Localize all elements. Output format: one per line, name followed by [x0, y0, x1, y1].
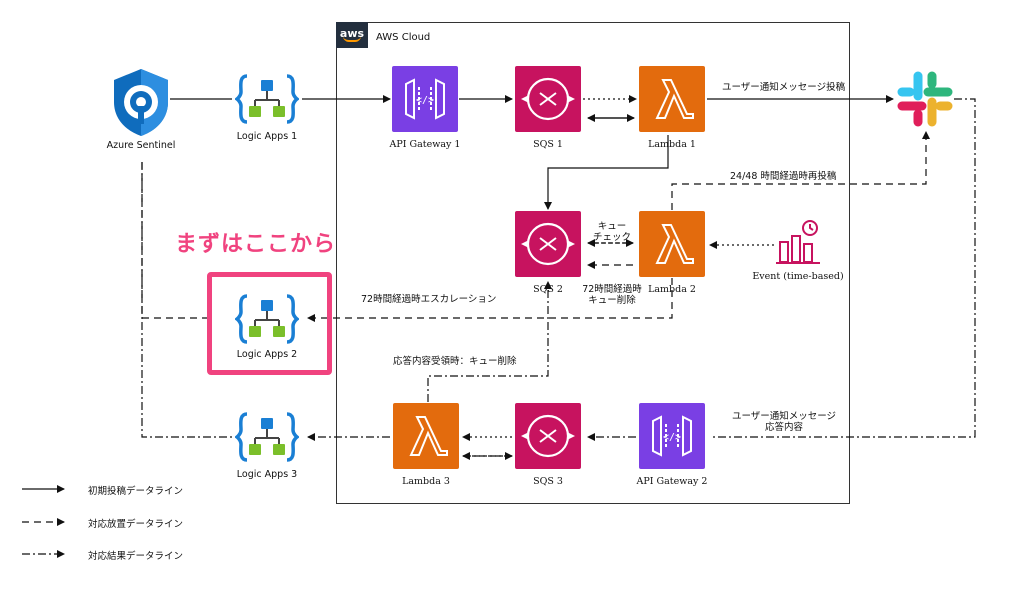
label-user-response-2: 応答内容 [764, 422, 803, 433]
edge-lambda2-logic2-escalation [307, 278, 673, 322]
label-repost-24-48: 24/48 時間経過時再投稿 [730, 171, 837, 182]
azure-sentinel-shield-icon [114, 69, 168, 136]
api-gateway-icon: </> [652, 415, 692, 457]
sqs-1-node [515, 66, 581, 132]
label-escalation-72: 72時間経過時エスカレーション [361, 294, 497, 305]
sqs-icon [521, 414, 575, 458]
api-gateway-2-label: API Gateway 2 [636, 476, 708, 487]
lambda-1-node [639, 66, 705, 132]
label-response-delete: 応答内容受領時：キュー削除 [393, 356, 517, 367]
event-time-based-icon [776, 218, 820, 266]
edge-lambda1-sqs2 [544, 135, 669, 210]
lambda-icon [655, 79, 694, 119]
lambda-3-label: Lambda 3 [402, 476, 450, 487]
sentinel-label: Azure Sentinel [106, 140, 176, 151]
api-gateway-2-node: </> [639, 403, 705, 469]
sqs-icon [521, 222, 575, 266]
logic-apps-3-icon [234, 410, 300, 464]
label-delete-72-1: 72時間経過時 [582, 284, 642, 295]
aws-cloud-boundary [336, 22, 850, 504]
api-gateway-icon: </> [405, 78, 445, 120]
edge-sentinel-logic3 [141, 162, 232, 438]
sqs-2-label: SQS 2 [533, 284, 563, 295]
logic-apps-1-label: Logic Apps 1 [236, 131, 298, 142]
edge-lambda2-slack-repost [671, 131, 930, 210]
logic-apps-2-label: Logic Apps 2 [236, 349, 298, 360]
legend-dashdot-label: 対応結果データライン [88, 551, 184, 562]
legend-solid-label: 初期投稿データライン [88, 486, 184, 497]
label-queue-check-1: キュー [597, 221, 627, 232]
logic-apps-1-icon [234, 72, 300, 126]
api-gateway-1-node: </> [392, 66, 458, 132]
lambda-2-label: Lambda 2 [648, 284, 696, 295]
sqs-3-label: SQS 3 [533, 476, 563, 487]
svg-text:</>: </> [663, 432, 681, 443]
sqs-2-node [515, 211, 581, 277]
azure-sentinel-node [108, 66, 174, 138]
svg-text:</>: </> [416, 95, 434, 106]
api-gateway-1-label: API Gateway 1 [389, 139, 461, 150]
event-label: Event (time-based) [752, 271, 844, 282]
sqs-1-label: SQS 1 [533, 139, 563, 150]
slack-logo-icon [896, 70, 954, 128]
label-delete-72-2: キュー削除 [588, 295, 636, 306]
edge-slack-apigw2 [710, 98, 976, 438]
label-user-notify-post: ユーザー通知メッセージ投稿 [722, 82, 846, 93]
aws-cloud-title: AWS Cloud [376, 32, 431, 43]
label-user-response-1: ユーザー通知メッセージ [731, 411, 837, 422]
lambda-icon [409, 416, 448, 456]
callout-highlight-box [207, 272, 332, 375]
legend-dashed-label: 対応放置データライン [88, 519, 184, 530]
lambda-2-node [639, 211, 705, 277]
logic-apps-2-icon [234, 292, 300, 346]
logic-apps-3-label: Logic Apps 3 [236, 469, 298, 480]
edge-lambda3-sqs2-delete [427, 281, 552, 402]
sqs-3-node [515, 403, 581, 469]
sqs-icon [521, 77, 575, 121]
label-queue-check-2: チェック [592, 232, 631, 243]
lambda-1-label: Lambda 1 [648, 139, 696, 150]
aws-logo-icon: aws [336, 22, 368, 48]
lambda-icon [655, 224, 694, 264]
callout-text: まずはここから [175, 232, 337, 257]
lambda-3-node [393, 403, 459, 469]
